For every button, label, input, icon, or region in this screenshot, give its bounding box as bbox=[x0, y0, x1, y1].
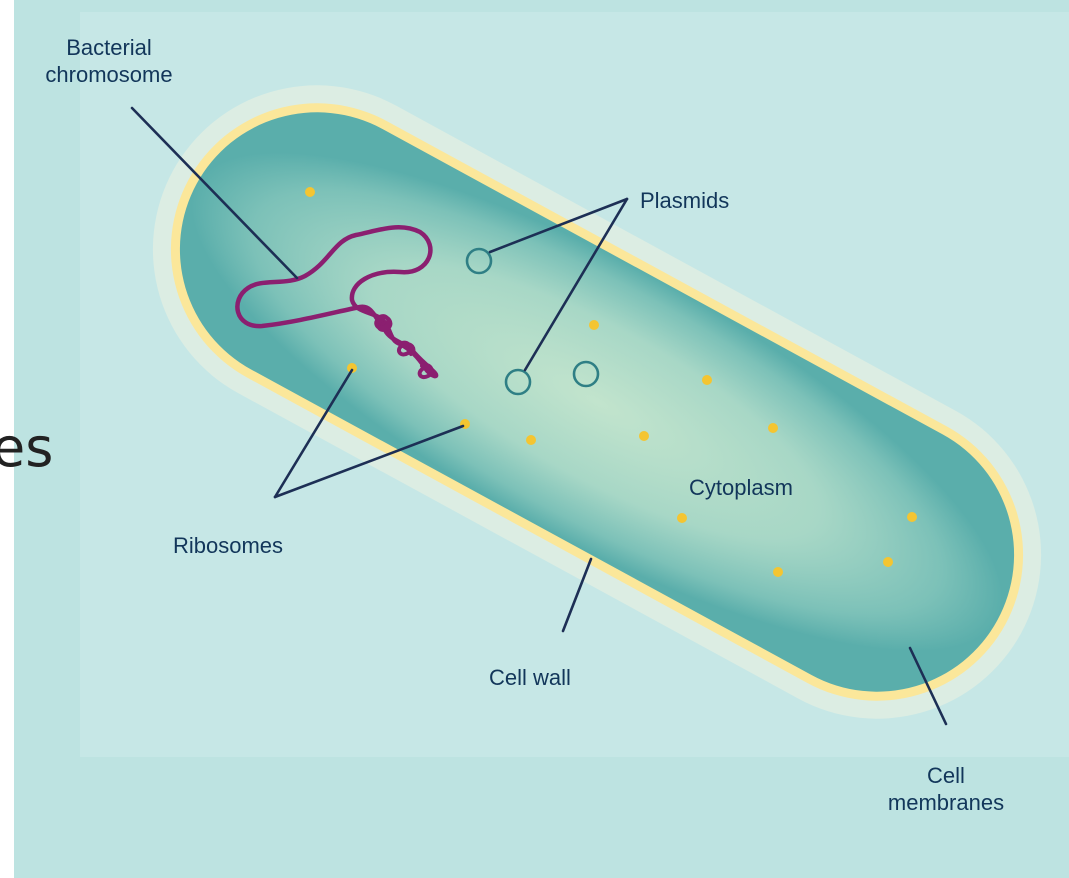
ribosome bbox=[702, 375, 712, 385]
label-cell-wall: Cell wall bbox=[489, 664, 571, 691]
label-ribosomes: Ribosomes bbox=[173, 532, 283, 559]
ribosome bbox=[883, 557, 893, 567]
ribosome bbox=[526, 435, 536, 445]
ribosome bbox=[639, 431, 649, 441]
label-cytoplasm: Cytoplasm bbox=[689, 474, 793, 501]
label-plasmids: Plasmids bbox=[640, 187, 729, 214]
ribosome bbox=[773, 567, 783, 577]
label-cell-membranes-line1: Cell bbox=[856, 762, 1036, 789]
label-bacterial-chromosome-line1: Bacterial bbox=[14, 34, 204, 61]
label-cell-membranes: Cell membranes bbox=[856, 762, 1036, 816]
ribosome bbox=[677, 513, 687, 523]
label-bacterial-chromosome-line2: chromosome bbox=[14, 61, 204, 88]
ribosome bbox=[907, 512, 917, 522]
cropped-text-fragment: es bbox=[0, 418, 53, 478]
label-cell-membranes-line2: membranes bbox=[856, 789, 1036, 816]
ribosome bbox=[768, 423, 778, 433]
ribosome bbox=[589, 320, 599, 330]
ribosome bbox=[305, 187, 315, 197]
label-bacterial-chromosome: Bacterial chromosome bbox=[14, 34, 204, 88]
